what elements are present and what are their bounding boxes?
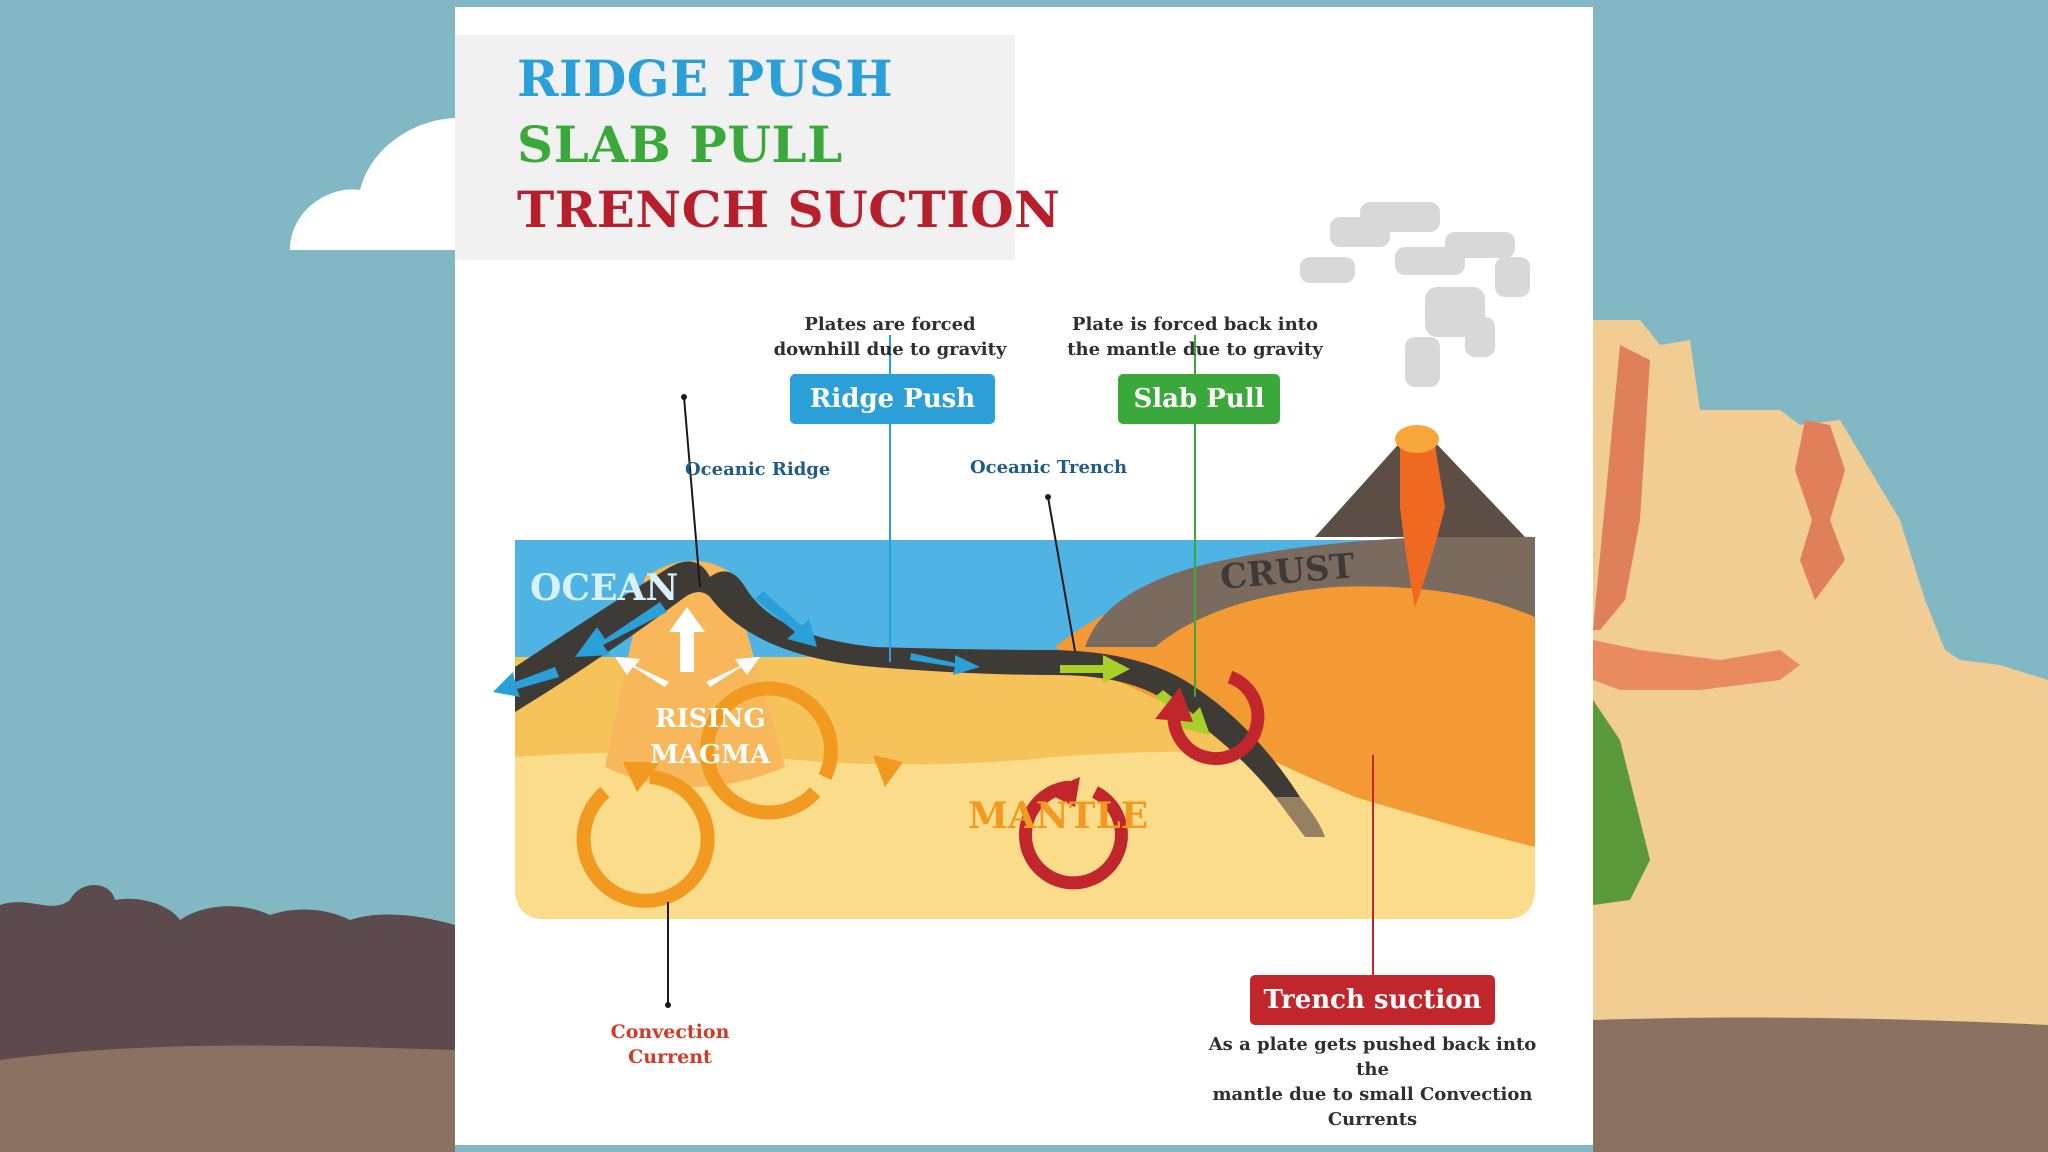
slab-pull-description: Plate is forced back into the mantle due…: [1067, 314, 1323, 360]
convection-current-label: Convection Current: [610, 1021, 730, 1068]
ridge-push-arrows: [493, 591, 980, 697]
rising-magma-arrows: [615, 607, 760, 687]
convection-currents: [576, 681, 838, 908]
rising-magma-label-line2: MAGMA: [650, 740, 771, 770]
trench-suction-currents: [1019, 670, 1265, 890]
oceanic-trench-label: Oceanic Trench: [970, 457, 1128, 478]
cloud-shape: [290, 118, 455, 250]
title-block: [455, 35, 1015, 260]
slab-pull-tag: Slab Pull: [1118, 374, 1280, 424]
title-slab-pull: SLAB PULL: [517, 115, 843, 174]
volcano-lava: [1400, 428, 1445, 607]
title-ridge-push: RIDGE PUSH: [517, 49, 894, 108]
trench-suction-description: As a plate gets pushed back into the man…: [1208, 1034, 1537, 1130]
infographic-panel: RIDGE PUSH SLAB PULL TRENCH SUCTION Plat…: [455, 7, 1593, 1145]
oceanic-plate-right: [710, 571, 1300, 797]
mantle-label: MANTLE: [968, 795, 1149, 837]
plate-tectonics-diagram: [493, 202, 1535, 1008]
magma-region: [1055, 567, 1535, 847]
rising-magma-label-line1: RISING: [655, 704, 766, 734]
oceanic-ridge-label: Oceanic Ridge: [685, 459, 831, 480]
ash-cloud: [1300, 202, 1530, 387]
ridge-push-tag: Ridge Push: [790, 374, 995, 424]
title-trench-suction: TRENCH SUCTION: [517, 180, 1061, 239]
right-cliffs: [1593, 320, 2048, 1152]
ridge-push-description: Plates are forced downhill due to gravit…: [773, 314, 1007, 360]
trench-suction-tag: Trench suction: [1250, 975, 1495, 1025]
ocean-label: OCEAN: [530, 567, 679, 609]
